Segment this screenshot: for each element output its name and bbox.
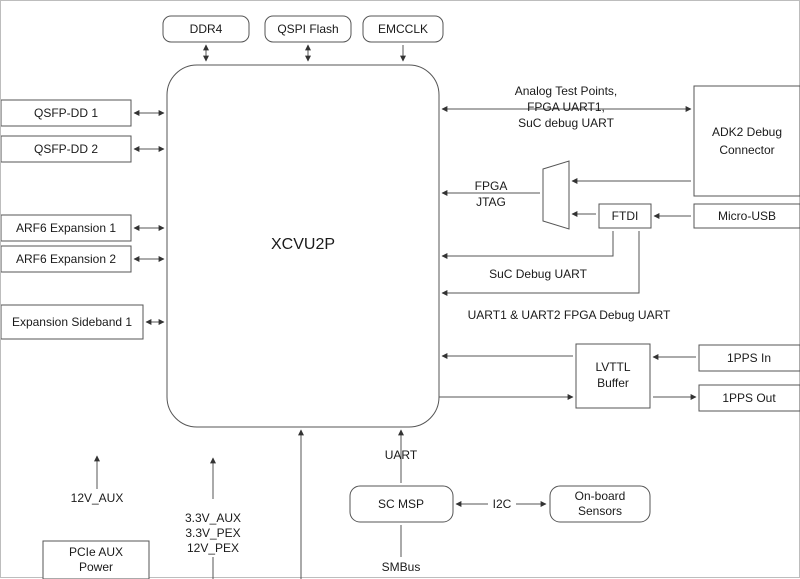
qsfp-dd-1-block: [1, 99, 132, 127]
rail-12v-pex: 12V_PEX: [187, 541, 239, 555]
expansion-sideband-block: [1, 304, 144, 340]
pps-in-block: [698, 344, 800, 372]
emcclk-block: [362, 15, 444, 43]
arf6-expansion-1-block: [1, 214, 132, 242]
jtag-mux-symbol: [542, 160, 570, 230]
lvttl-label-line2: Buffer: [597, 376, 629, 390]
pcie-aux-power-line1: PCIe AUX: [69, 545, 123, 559]
qsfp-dd-2-block: [1, 135, 132, 163]
onboard-sensors-line2: Sensors: [578, 504, 622, 518]
pcie-aux-power-block: [42, 540, 150, 579]
pps-out-block: [698, 384, 800, 412]
pps-in-label: 1PPS In: [727, 351, 771, 365]
qsfp-dd-1-label: QSFP-DD 1: [34, 106, 98, 120]
arf6-expansion-2-label: ARF6 Expansion 2: [16, 252, 116, 266]
adk2-label-line1: ADK2 Debug: [712, 125, 782, 139]
ddr4-block: [162, 15, 250, 43]
micro-usb-label: Micro-USB: [718, 209, 776, 223]
analog-label-line1: Analog Test Points,: [515, 84, 618, 98]
suc-debug-uart-label: SuC Debug UART: [489, 267, 587, 281]
uart1-uart2-debug-label: UART1 & UART2 FPGA Debug UART: [468, 308, 671, 322]
rail-3v3-pex: 3.3V_PEX: [185, 526, 240, 540]
qspi-flash-label: QSPI Flash: [277, 22, 338, 36]
onboard-sensors-block: [549, 485, 651, 523]
pps-out-label: 1PPS Out: [722, 391, 776, 405]
ddr4-label: DDR4: [190, 22, 223, 36]
expansion-sideband-label: Expansion Sideband 1: [12, 315, 132, 329]
arf6-expansion-1-label: ARF6 Expansion 1: [16, 221, 116, 235]
aux-12v-label: 12V_AUX: [71, 491, 124, 505]
analog-label-line3: SuC debug UART: [518, 116, 615, 130]
pcie-aux-power-line2: Power: [79, 560, 113, 574]
rail-3v3-aux: 3.3V_AUX: [185, 511, 241, 525]
smbus-label: SMBus: [382, 560, 421, 574]
sc-msp-block: [349, 485, 454, 523]
ftdi-label: FTDI: [612, 209, 639, 223]
jtag-label-line1: FPGA: [475, 179, 508, 193]
micro-usb-block: [693, 203, 800, 229]
i2c-label-bg: [488, 494, 516, 512]
qspi-flash-block: [264, 15, 352, 43]
ftdi-block: [598, 203, 652, 229]
qsfp-dd-2-label: QSFP-DD 2: [34, 142, 98, 156]
i2c-label: I2C: [493, 497, 512, 511]
adk2-debug-connector-block: [693, 85, 800, 197]
lvttl-buffer-block: [575, 343, 651, 409]
adk2-label-line2: Connector: [719, 143, 774, 157]
lvttl-label-line1: LVTTL: [595, 360, 630, 374]
suc-debug-uart-link: [441, 231, 614, 259]
onboard-sensors-line1: On-board: [575, 489, 626, 503]
fpga-block: [166, 64, 440, 428]
sc-msp-label: SC MSP: [378, 497, 424, 511]
arf6-expansion-2-block: [1, 245, 132, 273]
analog-label-line2: FPGA UART1,: [527, 100, 605, 114]
emcclk-label: EMCCLK: [378, 22, 428, 36]
fpga-label: XCVU2P: [271, 236, 335, 253]
uart-label: UART: [385, 448, 418, 462]
uart1-uart2-debug-link: [441, 231, 640, 296]
jtag-label-line2: JTAG: [476, 195, 506, 209]
